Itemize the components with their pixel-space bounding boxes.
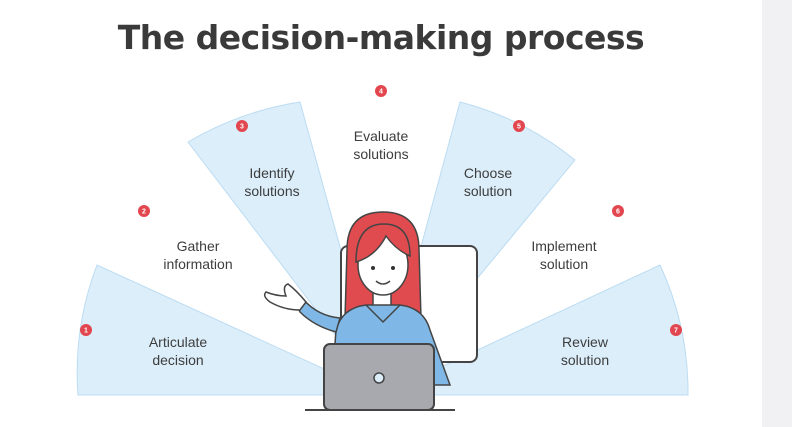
step-label-line2: solution	[540, 256, 588, 272]
step-label-3: Identify solutions	[244, 165, 299, 199]
step-dot-4: 4	[375, 85, 387, 97]
step-dot-6: 6	[612, 205, 624, 217]
step-label-line1: Gather	[177, 238, 220, 254]
page-title: The decision-making process	[117, 18, 645, 57]
step-label-line1: Implement	[531, 238, 596, 254]
step-label-4: Evaluate solutions	[353, 128, 408, 162]
step-number: 3	[240, 124, 244, 131]
step-dot-7: 7	[670, 324, 682, 336]
smile	[375, 280, 391, 285]
left-eye	[371, 266, 375, 270]
step-label-line1: Identify	[249, 165, 294, 181]
step-label-line2: solutions	[353, 146, 408, 162]
laptop-logo	[373, 372, 385, 384]
step-label-line2: solution	[561, 352, 609, 368]
step-label-7: Review solution	[561, 334, 609, 368]
step-dot-5: 5	[513, 120, 525, 132]
step-label-line1: Choose	[464, 165, 512, 181]
right-eye	[391, 266, 395, 270]
raised-hand	[263, 283, 307, 311]
step-number: 4	[379, 89, 383, 96]
shirt-collar	[365, 304, 401, 324]
step-number: 7	[674, 328, 678, 335]
step-label-line1: Evaluate	[354, 128, 409, 144]
step-label-1: Articulate decision	[149, 334, 208, 368]
step-number: 2	[142, 209, 146, 216]
side-strip	[762, 0, 792, 427]
step-label-line2: decision	[152, 352, 203, 368]
step-number: 6	[616, 209, 620, 216]
step-label-line1: Review	[562, 334, 609, 350]
step-label-2: Gather information	[163, 238, 232, 272]
step-label-line1: Articulate	[149, 334, 208, 350]
step-label-line2: solutions	[244, 183, 299, 199]
hair-fringe	[355, 223, 411, 264]
step-label-6: Implement solution	[531, 238, 596, 272]
step-dot-3: 3	[236, 120, 248, 132]
step-dot-1: 1	[80, 324, 92, 336]
step-number: 1	[84, 328, 88, 335]
step-label-line2: solution	[464, 183, 512, 199]
woman-illustration	[263, 211, 478, 411]
step-label-5: Choose solution	[464, 165, 512, 199]
step-label-line2: information	[163, 256, 232, 272]
step-dot-2: 2	[138, 205, 150, 217]
step-number: 5	[517, 124, 521, 131]
